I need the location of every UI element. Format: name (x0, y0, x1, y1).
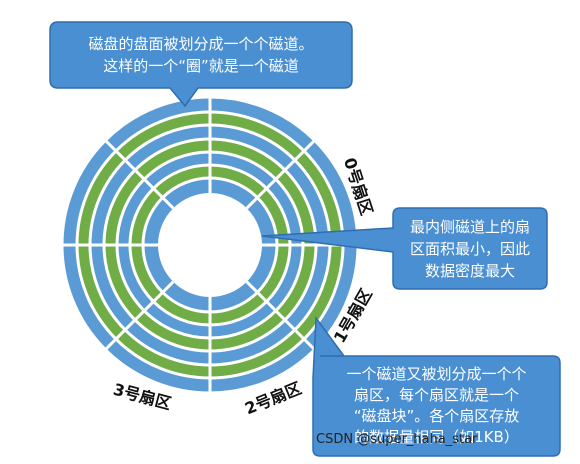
callout-right-shape (261, 207, 548, 290)
callout-top-shape (49, 21, 353, 108)
sector-divider (245, 280, 318, 353)
callout-top-text: 磁盘的盘面被划分成一个个磁道。 这样的一个“圈”就是一个磁道 (88, 35, 314, 75)
watermark: CSDN @super_haha_star (316, 432, 478, 447)
sector-divider (245, 137, 318, 210)
callout-bottom-shape (312, 315, 561, 457)
disk-center-hole (158, 193, 262, 297)
sector-divider (102, 280, 175, 353)
callout-right-text: 最内侧磁道上的扇 区面积最小，因此 数据密度最大 (409, 217, 530, 280)
callout-bottom-text: 一个磁道又被划分成一个个 扇区，每个扇区就是一个 “磁盘块”。各个扇区存放 的数… (346, 365, 527, 446)
sector-divider (102, 137, 175, 210)
